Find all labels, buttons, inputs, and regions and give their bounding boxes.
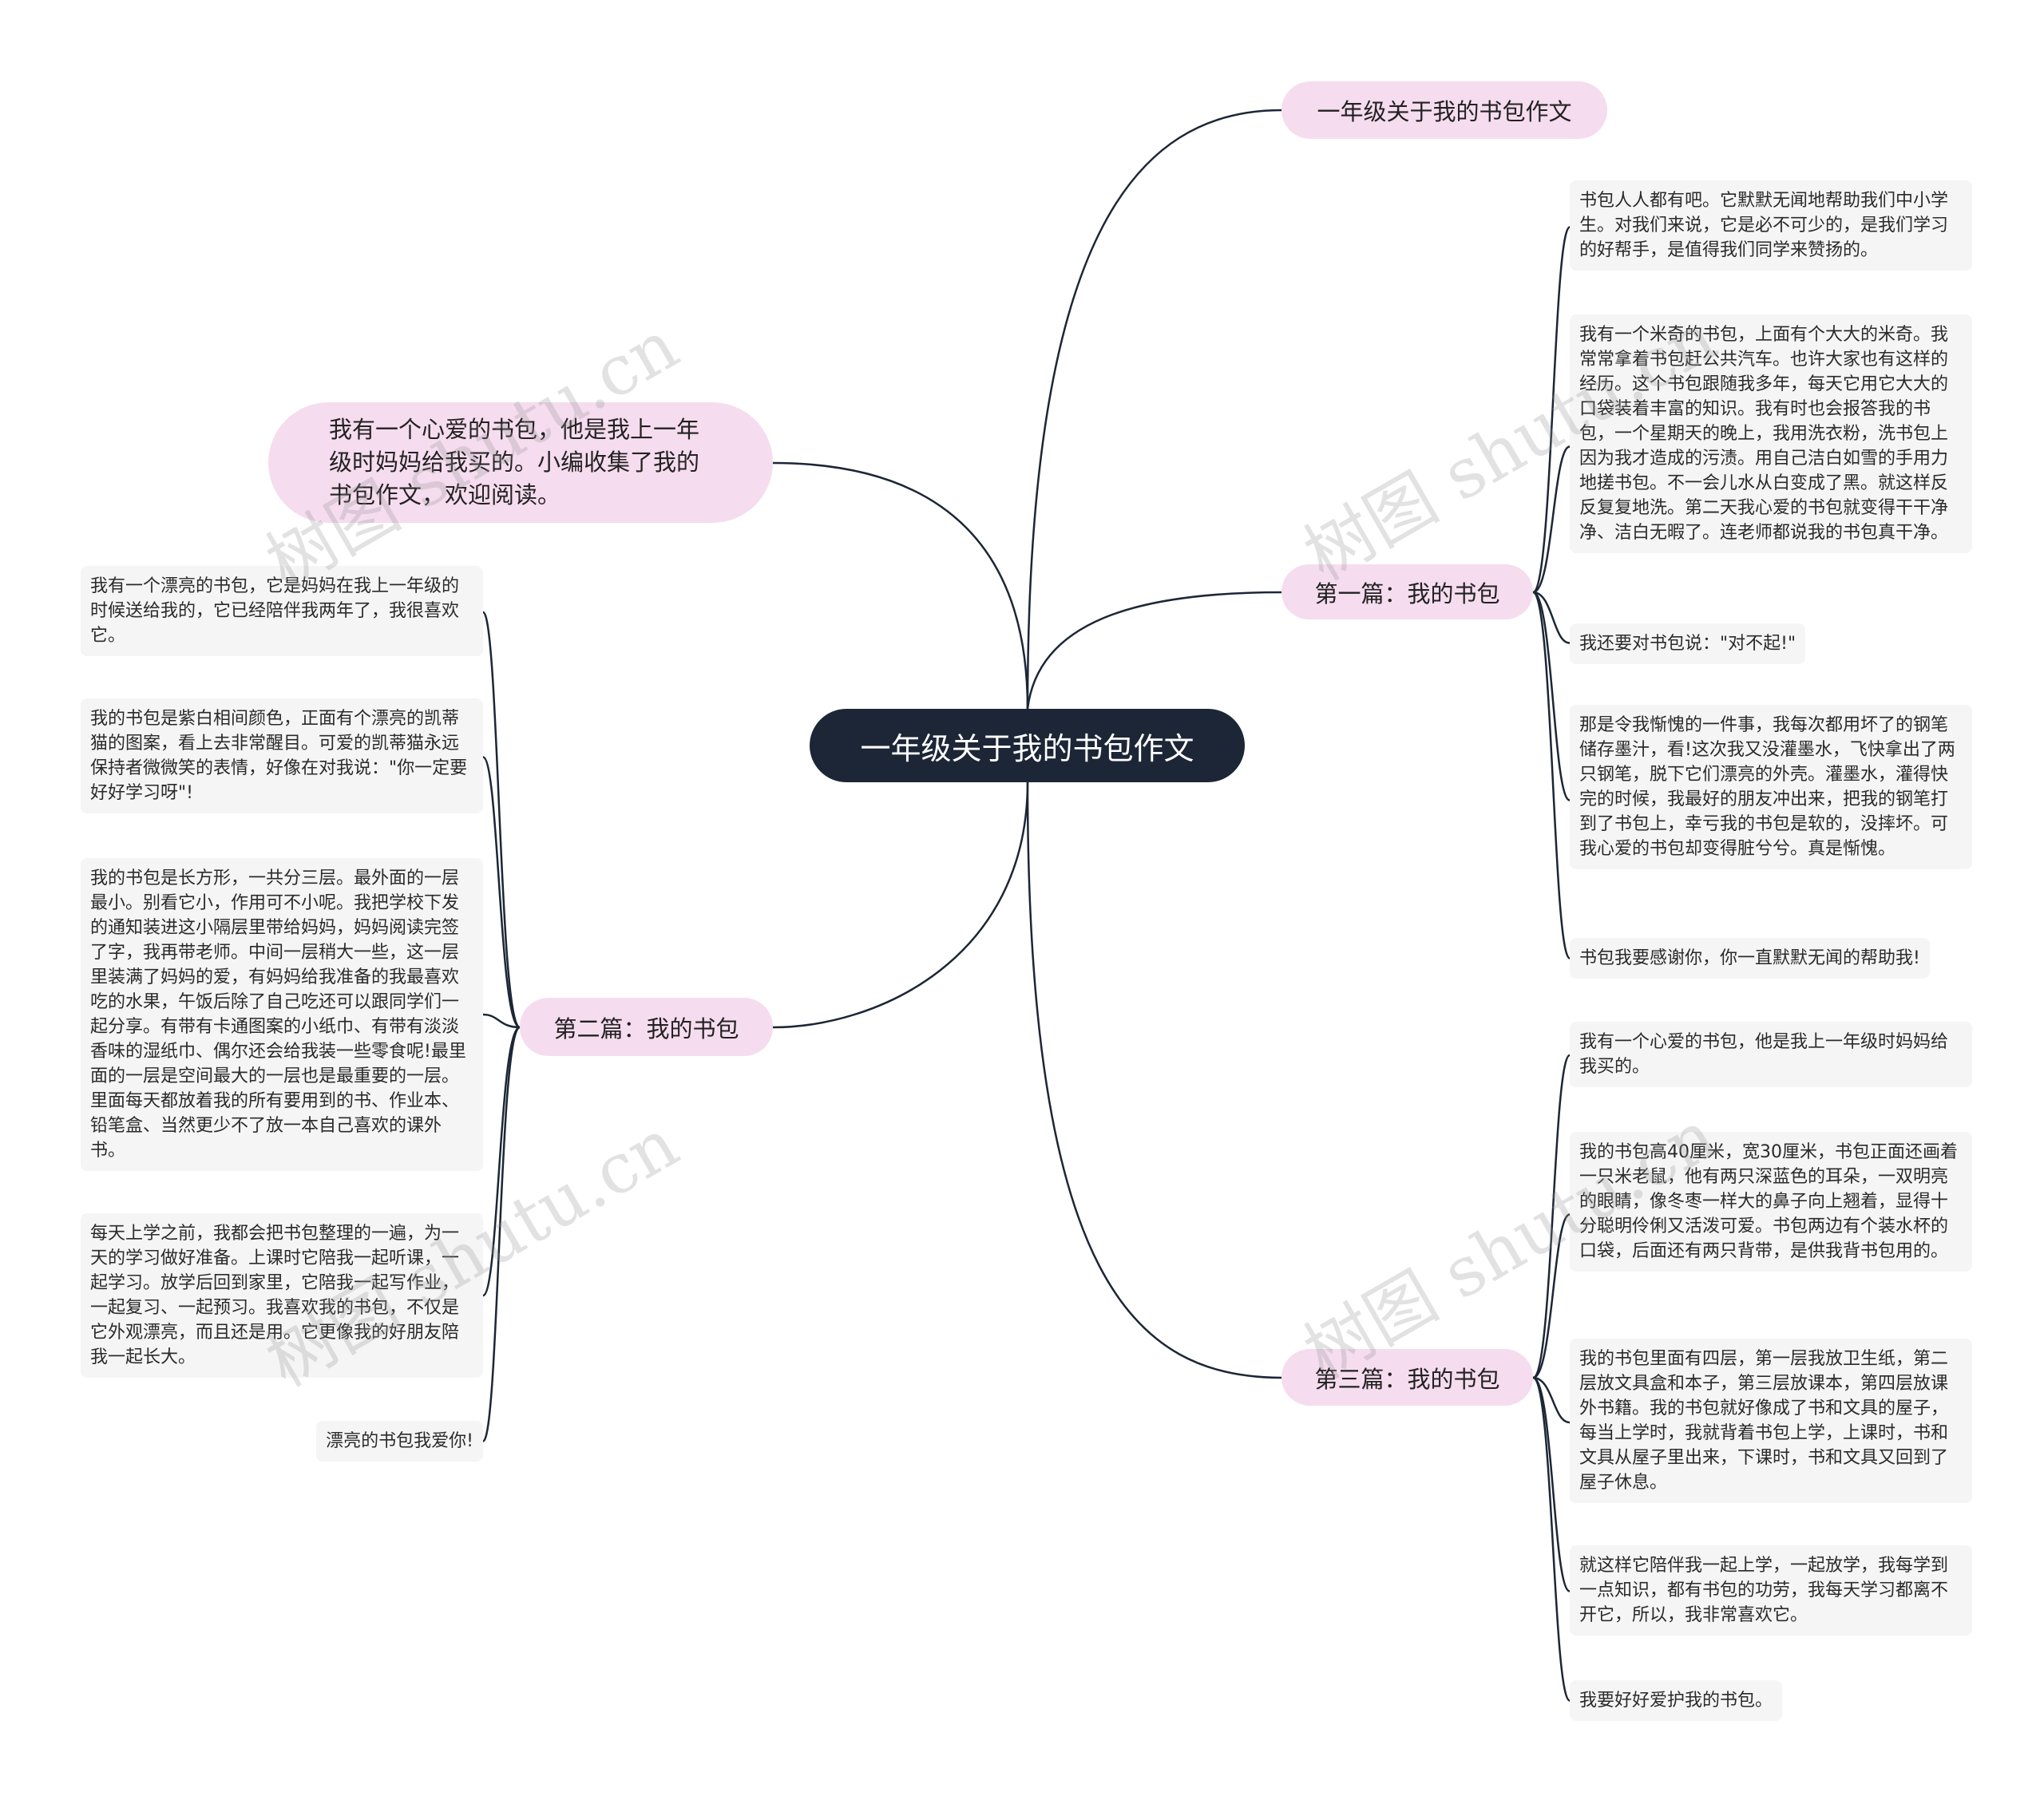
leaf-note[interactable]: 漂亮的书包我爱你! — [316, 1421, 483, 1462]
root-connector — [1026, 781, 1282, 1379]
leaf-connector — [1532, 1376, 1571, 1424]
leaf-connector — [1532, 1376, 1571, 1702]
leaf-connector — [1532, 591, 1571, 801]
leaf-note[interactable]: 书包我要感谢你，你一直默默无闻的帮助我! — [1570, 938, 1930, 979]
leaf-note[interactable]: 我还要对书包说："对不起!" — [1570, 623, 1806, 664]
leaf-note[interactable]: 我的书包里面有四层，第一层我放卫生纸，第二层放文具盒和本子，第三层放课本，第四层… — [1570, 1339, 1972, 1503]
leaf-connector — [1532, 445, 1571, 594]
leaf-connector — [1532, 591, 1571, 644]
title-node[interactable]: 一年级关于我的书包作文 — [1281, 81, 1607, 139]
leaf-connector — [1532, 1376, 1571, 1592]
leaf-note[interactable]: 就这样它陪伴我一起上学，一起放学，我每学到一点知识，都有书包的功劳，我每天学习都… — [1570, 1545, 1972, 1636]
root-label: 一年级关于我的书包作文 — [860, 730, 1194, 766]
root-connector — [772, 781, 1029, 1029]
leaf-note[interactable]: 我有一个心爱的书包，他是我上一年级时妈妈给我买的。 — [1570, 1022, 1972, 1087]
branch-3-node[interactable]: 第三篇：我的书包 — [1281, 1349, 1533, 1406]
leaf-connector — [1532, 1213, 1571, 1379]
root-connector — [1026, 109, 1282, 710]
leaf-connector — [1531, 226, 1571, 594]
leaf-note[interactable]: 每天上学之前，我都会把书包整理的一遍，为一天的学习做好准备。上课时它陪我一起听课… — [81, 1213, 483, 1378]
root-connector — [1026, 591, 1282, 710]
root-connector — [772, 461, 1029, 710]
leaf-note[interactable]: 我要好好爱护我的书包。 — [1570, 1680, 1783, 1721]
leaf-connector — [481, 1026, 521, 1297]
branch-2-node[interactable]: 第二篇：我的书包 — [520, 998, 773, 1056]
leaf-note[interactable]: 我有一个漂亮的书包，它是妈妈在我上一年级的时候送给我的，它已经陪伴我两年了，我很… — [81, 566, 483, 656]
intro-node[interactable]: 我有一个心爱的书包，他是我上一年级时妈妈给我买的。小编收集了我的书包作文，欢迎阅… — [268, 402, 773, 523]
leaf-note[interactable]: 我有一个米奇的书包，上面有个大大的米奇。我常常拿着书包赶公共汽车。也许大家也有这… — [1570, 314, 1972, 553]
leaf-note[interactable]: 我的书包高40厘米，宽30厘米，书包正面还画着一只米老鼠，他有两只深蓝色的耳朵，… — [1570, 1132, 1972, 1272]
branch-1-node[interactable]: 第一篇：我的书包 — [1281, 564, 1533, 619]
branch-2-label: 第二篇：我的书包 — [553, 1015, 739, 1042]
title-node-label: 一年级关于我的书包作文 — [1317, 98, 1572, 125]
leaf-connector — [1531, 591, 1571, 959]
leaf-note[interactable]: 我的书包是长方形，一共分三层。最外面的一层最小。别看它小，作用可不小呢。我把学校… — [81, 858, 483, 1171]
leaf-connector — [1532, 1054, 1571, 1379]
branch-1-label: 第一篇：我的书包 — [1314, 580, 1500, 607]
leaf-note[interactable]: 那是令我惭愧的一件事，我每次都用坏了的钢笔储存墨汁，看!这次我又没灌墨水，飞快拿… — [1570, 705, 1972, 869]
branch-3-label: 第三篇：我的书包 — [1314, 1365, 1500, 1393]
root-node[interactable]: 一年级关于我的书包作文 — [810, 709, 1245, 782]
leaf-note[interactable]: 我的书包是紫白相间颜色，正面有个漂亮的凯蒂猫的图案，看上去非常醒目。可爱的凯蒂猫… — [81, 698, 483, 813]
leaf-connector — [481, 1026, 521, 1442]
intro-text: 我有一个心爱的书包，他是我上一年级时妈妈给我买的。小编收集了我的书包作文，欢迎阅… — [329, 416, 700, 508]
leaf-note[interactable]: 书包人人都有吧。它默默无闻地帮助我们中小学生。对我们来说，它是必不可少的，是我们… — [1570, 180, 1972, 271]
leaf-connector — [481, 756, 521, 1029]
leaf-connector — [481, 611, 521, 1029]
leaf-connector — [482, 1013, 521, 1029]
